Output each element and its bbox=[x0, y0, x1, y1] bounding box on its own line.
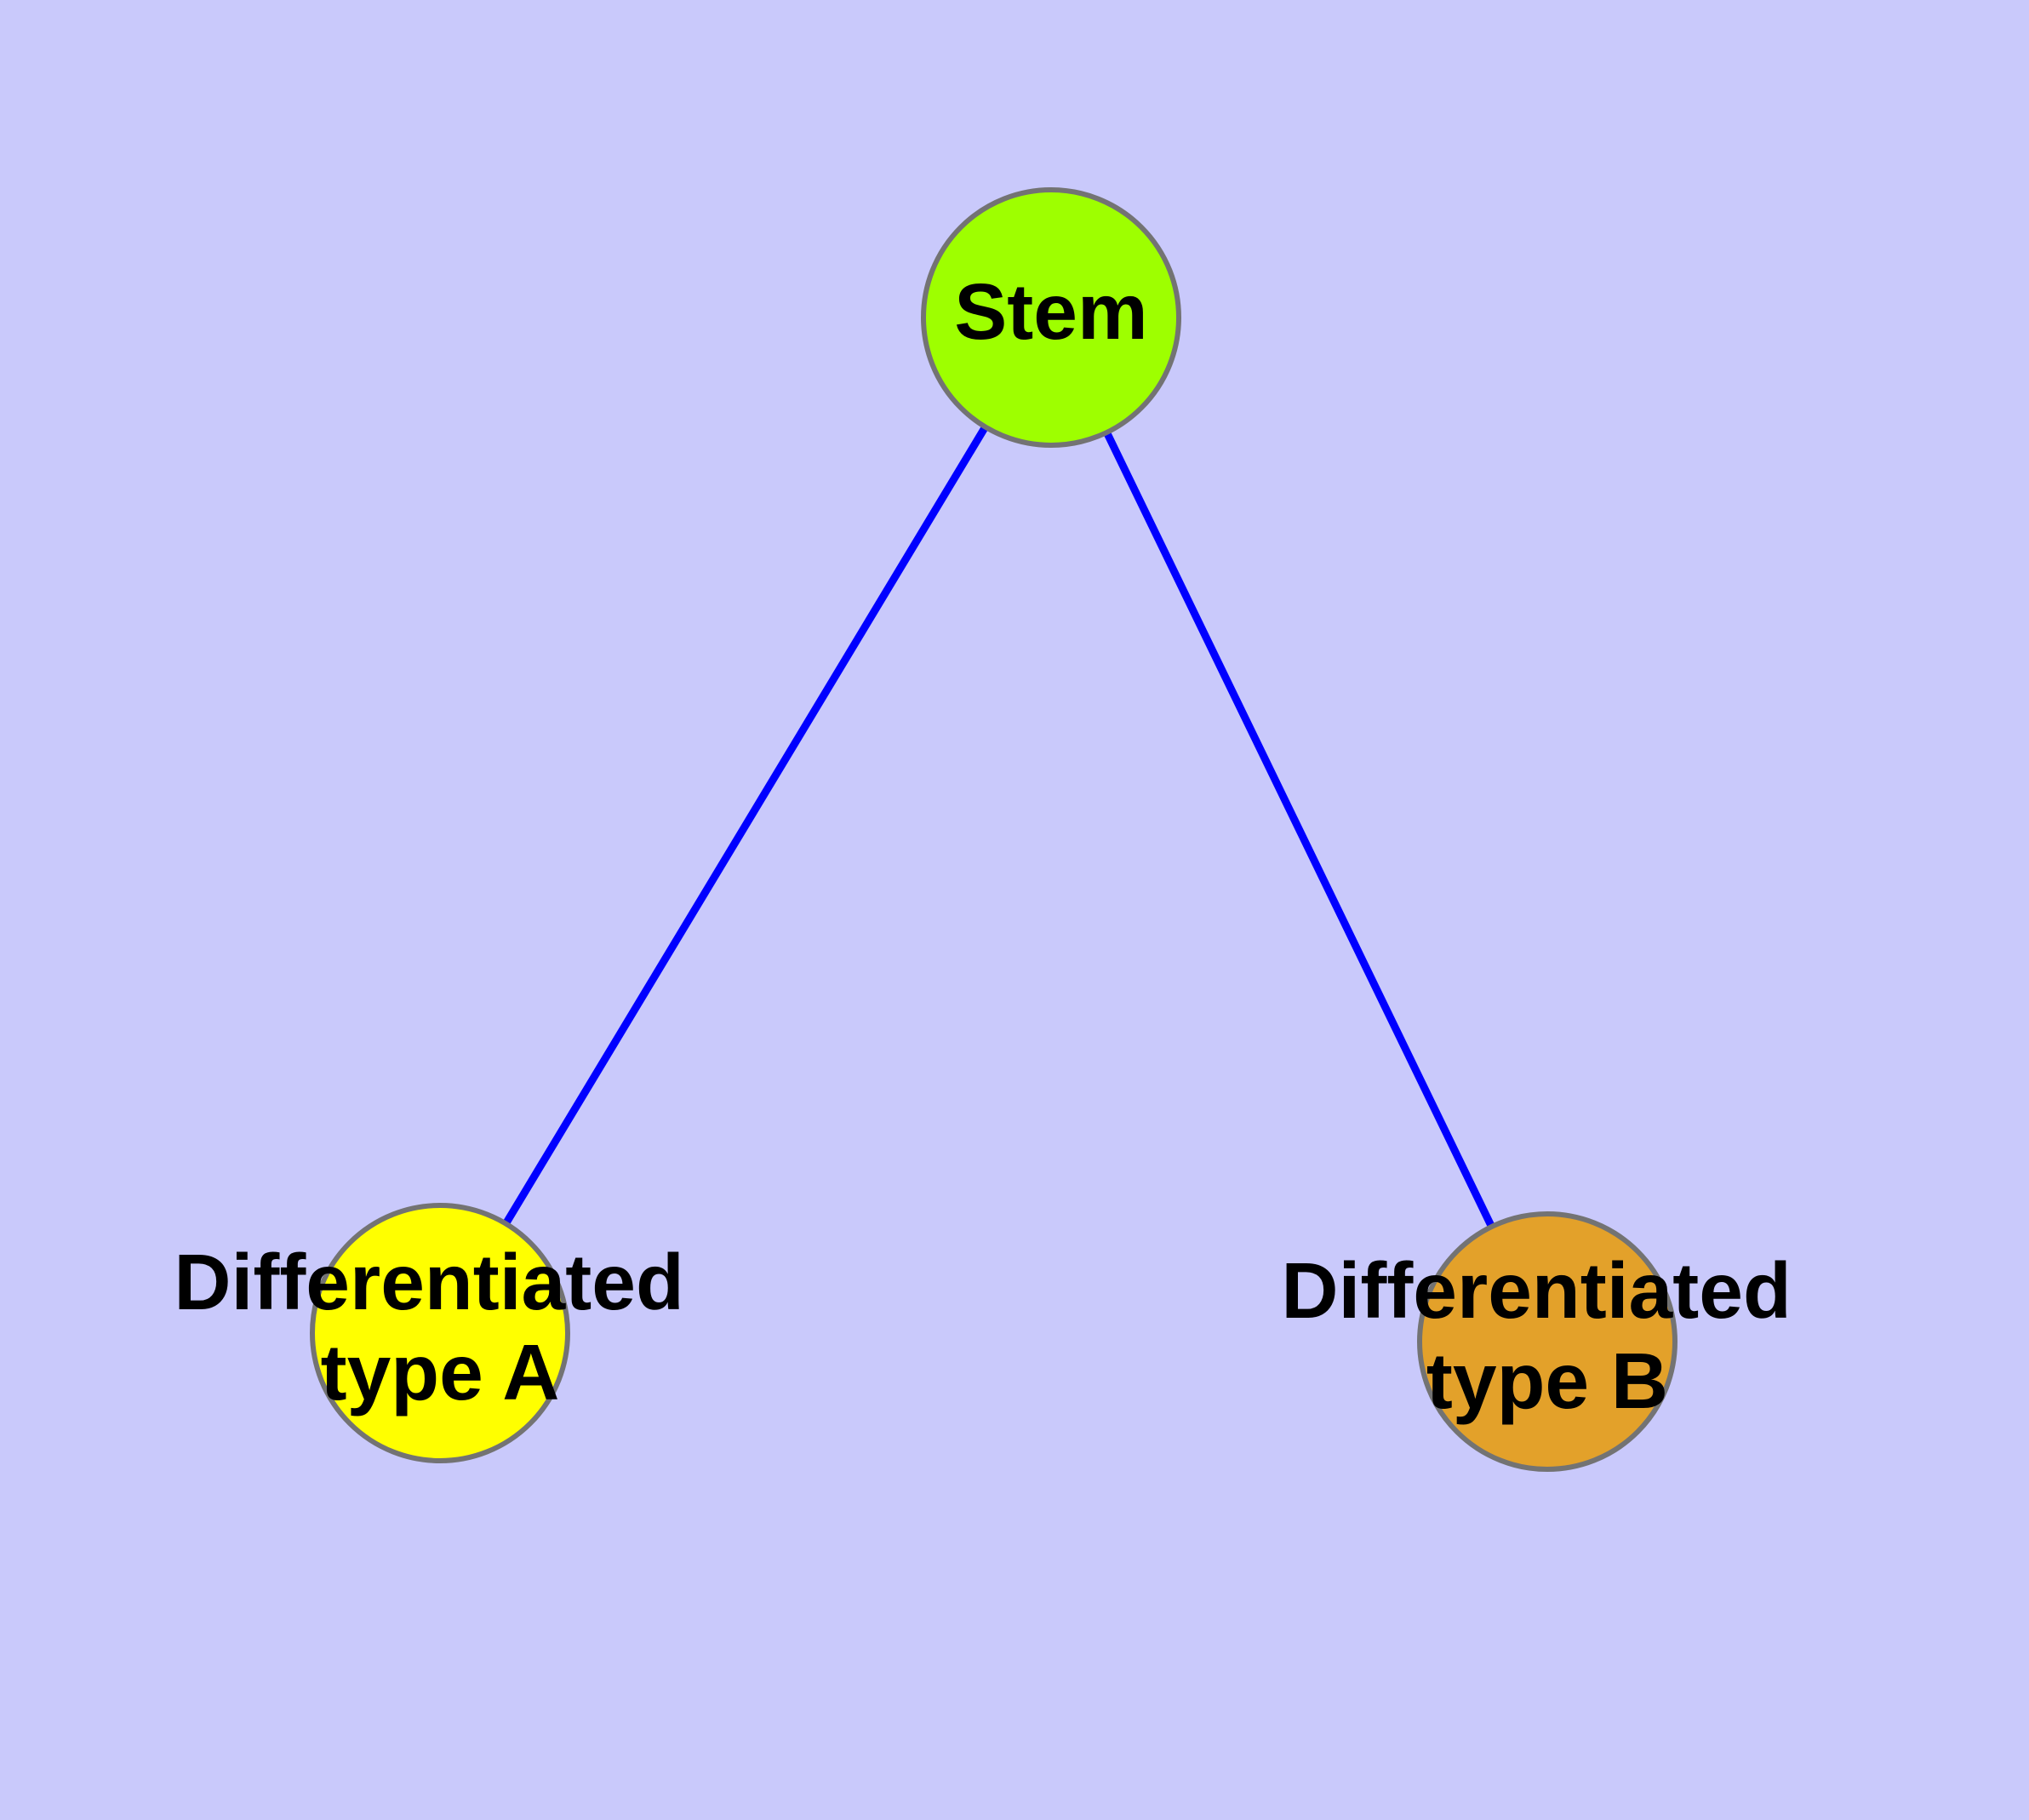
node-differentiated-a-label-line-2: type A bbox=[321, 1328, 560, 1417]
node-differentiated-a-label: Differentiated type A bbox=[174, 1238, 706, 1417]
node-differentiated-b-label-line-1: Differentiated bbox=[1281, 1246, 1791, 1335]
edge-stem-to-differentiated-b[interactable] bbox=[1047, 316, 1552, 1343]
node-differentiated-b-label: Differentiated type B bbox=[1281, 1246, 1813, 1425]
node-differentiated-b-circle[interactable] bbox=[1417, 1211, 1677, 1472]
node-differentiated-a-circle[interactable] bbox=[310, 1203, 570, 1463]
label-layer: Stem Differentiated type A Differentiate… bbox=[174, 267, 1813, 1425]
node-differentiated-b-label-line-2: type B bbox=[1426, 1336, 1668, 1425]
node-stem-label-line-1: Stem bbox=[954, 267, 1147, 356]
node-differentiated-a-label-line-1: Differentiated bbox=[174, 1238, 683, 1326]
node-stem-label: Stem bbox=[954, 267, 1147, 356]
node-layer bbox=[310, 187, 1677, 1472]
node-stem-circle[interactable] bbox=[921, 187, 1181, 448]
edge-layer bbox=[437, 315, 1552, 1343]
edge-stem-to-differentiated-a[interactable] bbox=[437, 315, 1055, 1336]
